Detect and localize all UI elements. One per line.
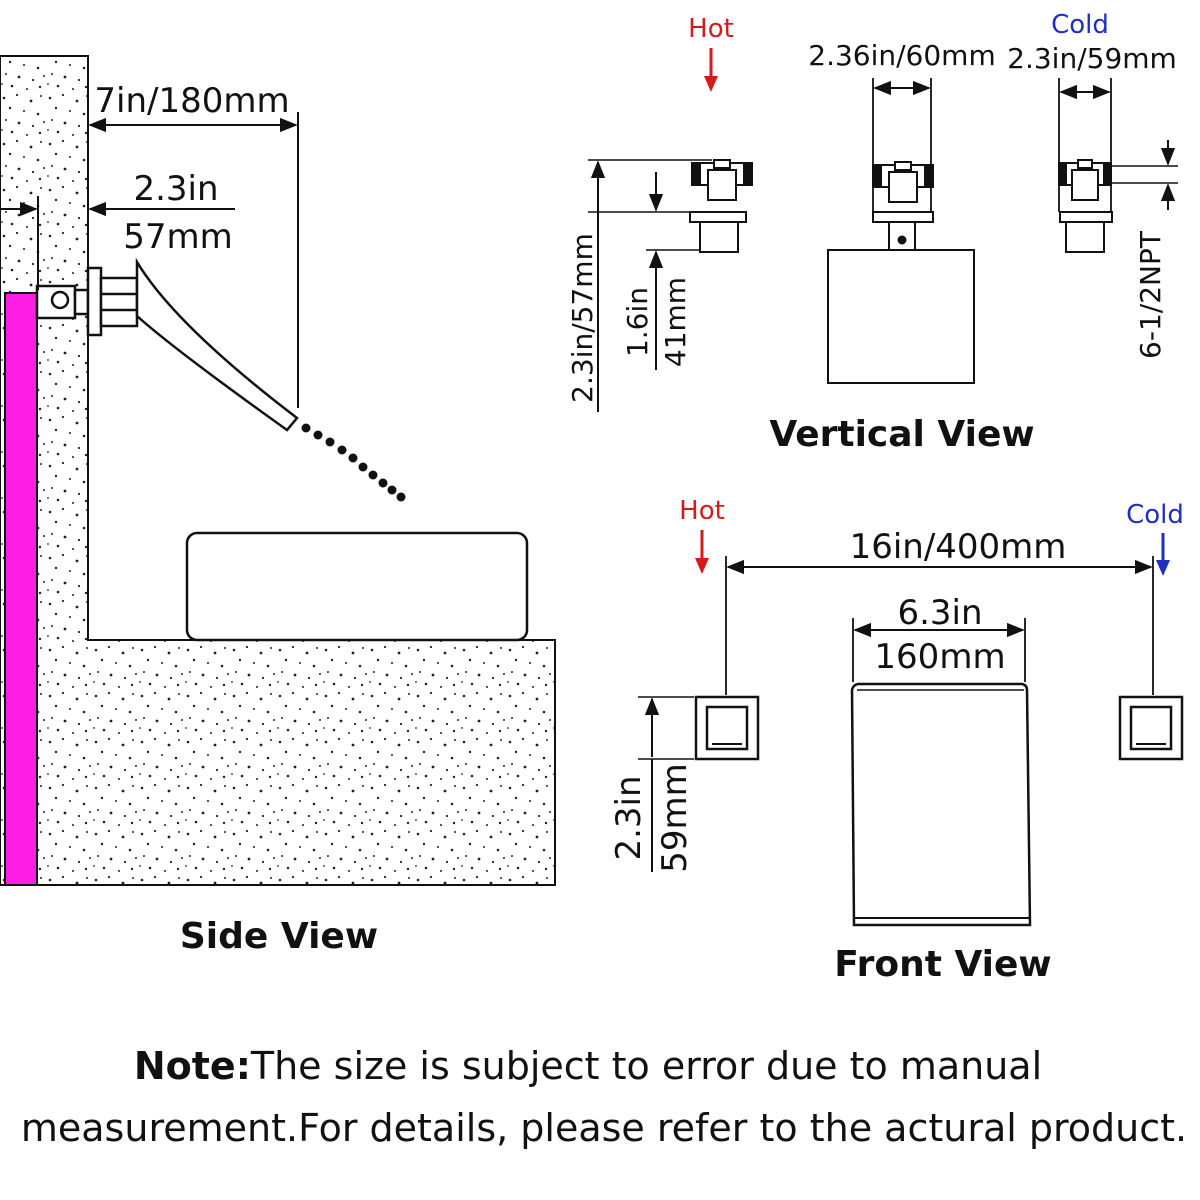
cold-handle-plate	[1118, 695, 1184, 761]
front-hot-label: Hot	[679, 496, 725, 526]
front-hot-arrow	[695, 530, 709, 574]
dim-valve-depth-in-text: 2.3in	[133, 169, 218, 209]
dim-spout-front-in-text: 6.3in	[897, 593, 982, 633]
dim-wall-to-spout: 7in/180mm	[87, 56, 299, 408]
valve-fitting	[35, 284, 90, 320]
front-cold-label: Cold	[1126, 500, 1184, 530]
basin-box	[185, 531, 529, 642]
dim-body-height-mm-text: 41mm	[659, 277, 692, 367]
dim-body-height-in-text: 1.6in	[621, 287, 654, 357]
dim-body-height: 1.6in 41mm	[621, 172, 700, 370]
dim-valve-depth: 2.3in 57mm	[0, 169, 235, 290]
dim-thread: 6-1/2NPT	[1111, 140, 1178, 359]
vertical-cold-label: Cold	[1051, 10, 1109, 40]
dim-plate-height: 2.3in 59mm	[609, 696, 695, 873]
dim-spout-width: 2.36in/60mm	[808, 39, 996, 212]
dim-spout-front-mm-text: 160mm	[874, 637, 1005, 677]
dim-thread-text: 6-1/2NPT	[1134, 230, 1167, 359]
dim-total-height-text: 2.3in/57mm	[566, 233, 599, 403]
vertical-view: Hot Cold	[566, 10, 1178, 455]
dim-wall-to-spout-text: 7in/180mm	[94, 81, 289, 121]
dim-total-height: 2.3in/57mm	[566, 159, 712, 412]
water-flow-dots	[301, 423, 406, 502]
dim-plate-height-in-text: 2.3in	[609, 775, 649, 860]
spout-valve-top	[827, 161, 975, 384]
dim-valve-width: 2.3in/59mm	[1007, 42, 1177, 212]
note-line-2: measurement.For details, please refer to…	[21, 1106, 1187, 1150]
note-line-1: Note:The size is subject to error due to…	[134, 1044, 1042, 1088]
measurement-note: Note:The size is subject to error due to…	[21, 1044, 1187, 1150]
cold-valve-top	[1058, 159, 1113, 253]
spout-front	[850, 682, 1032, 927]
dim-valve-depth-mm-text: 57mm	[123, 217, 233, 257]
dim-spout-front-width: 6.3in 160mm	[852, 593, 1026, 682]
side-view-title: Side View	[180, 916, 378, 957]
spout-mount	[86, 266, 139, 337]
vertical-view-title: Vertical View	[769, 414, 1034, 455]
note-label: Note:	[134, 1044, 251, 1088]
wall-section	[0, 55, 556, 886]
note-line-1-text: The size is subject to error due to manu…	[250, 1044, 1042, 1088]
waterfall-spout	[135, 257, 299, 432]
dim-handle-spacing: 16in/400mm	[725, 527, 1154, 695]
dim-valve-width-text: 2.3in/59mm	[1007, 42, 1177, 75]
dim-plate-height-mm-text: 59mm	[655, 763, 695, 873]
hot-valve-top	[689, 159, 753, 253]
vertical-hot-label: Hot	[688, 14, 734, 44]
side-view: 7in/180mm 2.3in 57mm Side View	[0, 55, 556, 957]
front-cold-arrow	[1156, 533, 1170, 576]
dim-handle-spacing-text: 16in/400mm	[850, 527, 1067, 567]
vertical-hot-arrow	[704, 48, 718, 92]
front-view-title: Front View	[834, 944, 1051, 985]
dim-spout-width-text: 2.36in/60mm	[808, 39, 995, 72]
front-view: Hot Cold 16in/400mm	[609, 496, 1184, 985]
water-supply-pipe	[4, 292, 38, 886]
hot-handle-plate	[694, 695, 760, 761]
